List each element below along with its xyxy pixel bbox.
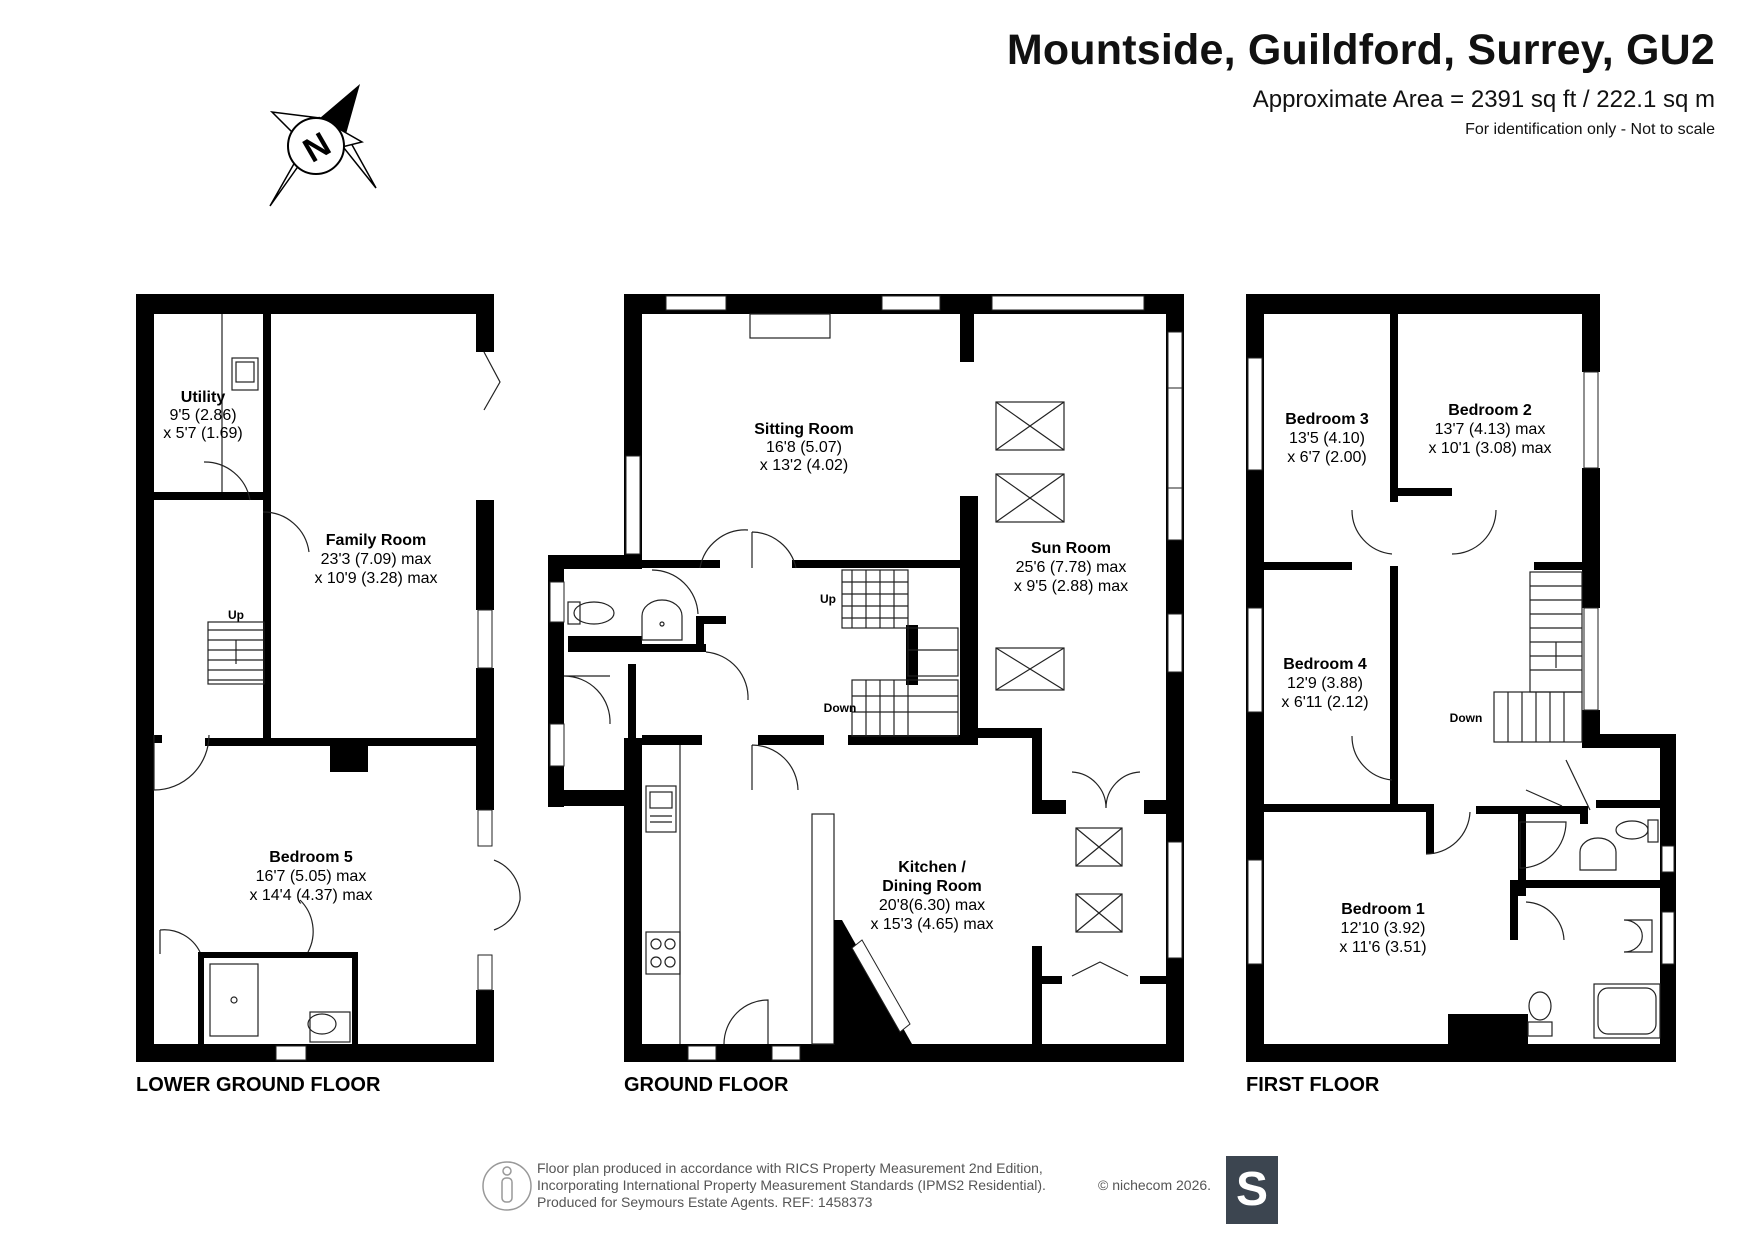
svg-text:Utility: Utility — [181, 389, 226, 406]
room-bedroom-1: Bedroom 1 12'10 (3.92) x 11'6 (3.51) — [1339, 901, 1426, 956]
svg-text:x 6'11 (2.12): x 6'11 (2.12) — [1281, 694, 1368, 711]
svg-text:16'7 (5.05) max: 16'7 (5.05) max — [256, 868, 367, 885]
ground-floor: GROUND FLOOR Up Down Sitting Room 16'8 (… — [548, 294, 1184, 1096]
footer-line-2: Incorporating International Property Mea… — [537, 1177, 1046, 1193]
svg-text:Family Room: Family Room — [326, 532, 426, 549]
svg-text:Bedroom 3: Bedroom 3 — [1285, 411, 1369, 428]
svg-text:x 10'1 (3.08) max: x 10'1 (3.08) max — [1428, 440, 1551, 457]
room-bedroom-4: Bedroom 4 12'9 (3.88) x 6'11 (2.12) — [1281, 656, 1368, 711]
svg-text:x 5'7 (1.69): x 5'7 (1.69) — [163, 425, 243, 442]
room-bedroom-2: Bedroom 2 13'7 (4.13) max x 10'1 (3.08) … — [1428, 402, 1551, 457]
svg-text:Bedroom 5: Bedroom 5 — [269, 849, 353, 866]
floor-label-first: FIRST FLOOR — [1246, 1074, 1380, 1096]
disclaimer: For identification only - Not to scale — [1465, 121, 1715, 138]
lower-ground-floor: LOWER GROUND FLOOR Up Utility 9'5 (2.86)… — [136, 294, 521, 1096]
svg-text:16'8 (5.07): 16'8 (5.07) — [766, 439, 842, 456]
svg-text:Bedroom 1: Bedroom 1 — [1341, 901, 1425, 918]
stairs-label: Down — [1450, 711, 1483, 725]
floor-label-ground: GROUND FLOOR — [624, 1074, 789, 1096]
svg-text:Sun Room: Sun Room — [1031, 540, 1111, 557]
svg-text:x 11'6 (3.51): x 11'6 (3.51) — [1339, 939, 1426, 956]
svg-text:Kitchen /: Kitchen / — [898, 859, 966, 876]
stairs-label: Up — [228, 608, 244, 622]
svg-text:x 13'2 (4.02): x 13'2 (4.02) — [760, 457, 848, 474]
room-family: Family Room 23'3 (7.09) max x 10'9 (3.28… — [314, 532, 437, 587]
svg-text:13'7 (4.13) max: 13'7 (4.13) max — [1435, 421, 1546, 438]
svg-text:13'5 (4.10): 13'5 (4.10) — [1289, 430, 1365, 447]
svg-text:9'5 (2.86): 9'5 (2.86) — [169, 407, 236, 424]
footer-text: Floor plan produced in accordance with R… — [537, 1160, 1046, 1211]
room-sitting-room: Sitting Room 16'8 (5.07) x 13'2 (4.02) — [754, 421, 854, 474]
copyright: © nichecom 2026. — [1098, 1177, 1212, 1193]
stairs-up-label: Up — [820, 592, 836, 606]
svg-text:Dining Room: Dining Room — [882, 878, 982, 895]
room-sun-room: Sun Room 25'6 (7.78) max x 9'5 (2.88) ma… — [1014, 540, 1128, 595]
page-title: Mountside, Guildford, Surrey, GU2 — [1006, 26, 1715, 74]
svg-text:x 10'9 (3.28) max: x 10'9 (3.28) max — [314, 570, 437, 587]
svg-text:25'6 (7.78) max: 25'6 (7.78) max — [1016, 559, 1127, 576]
person-icon — [482, 1161, 532, 1211]
svg-text:x 15'3 (4.65) max: x 15'3 (4.65) max — [870, 916, 993, 933]
agent-logo: S — [1226, 1156, 1278, 1224]
room-utility: Utility 9'5 (2.86) x 5'7 (1.69) — [163, 389, 243, 442]
svg-text:x 14'4 (4.37) max: x 14'4 (4.37) max — [249, 887, 372, 904]
svg-text:12'9 (3.88): 12'9 (3.88) — [1287, 675, 1363, 692]
approximate-area: Approximate Area = 2391 sq ft / 222.1 sq… — [1252, 86, 1715, 113]
room-bedroom-5: Bedroom 5 16'7 (5.05) max x 14'4 (4.37) … — [249, 849, 372, 904]
stairs-down-label: Down — [824, 701, 857, 715]
svg-text:Bedroom 4: Bedroom 4 — [1283, 656, 1367, 673]
svg-text:Sitting Room: Sitting Room — [754, 421, 854, 438]
svg-text:23'3 (7.09) max: 23'3 (7.09) max — [321, 551, 432, 568]
first-floor: FIRST FLOOR Down Bedroom 3 13'5 (4.10) x… — [1246, 294, 1676, 1096]
footer-line-1: Floor plan produced in accordance with R… — [537, 1160, 1043, 1176]
svg-text:x 6'7 (2.00): x 6'7 (2.00) — [1287, 449, 1367, 466]
svg-text:12'10 (3.92): 12'10 (3.92) — [1341, 920, 1426, 937]
svg-text:x 9'5 (2.88) max: x 9'5 (2.88) max — [1014, 578, 1128, 595]
footer-line-3: Produced for Seymours Estate Agents. REF… — [537, 1194, 873, 1210]
compass-icon: N — [269, 84, 377, 207]
svg-text:20'8(6.30) max: 20'8(6.30) max — [879, 897, 985, 914]
floor-label-lower: LOWER GROUND FLOOR — [136, 1074, 381, 1096]
room-kitchen-dining: Kitchen / Dining Room 20'8(6.30) max x 1… — [870, 859, 993, 933]
room-bedroom-3: Bedroom 3 13'5 (4.10) x 6'7 (2.00) — [1285, 411, 1369, 466]
svg-text:Bedroom 2: Bedroom 2 — [1448, 402, 1532, 419]
